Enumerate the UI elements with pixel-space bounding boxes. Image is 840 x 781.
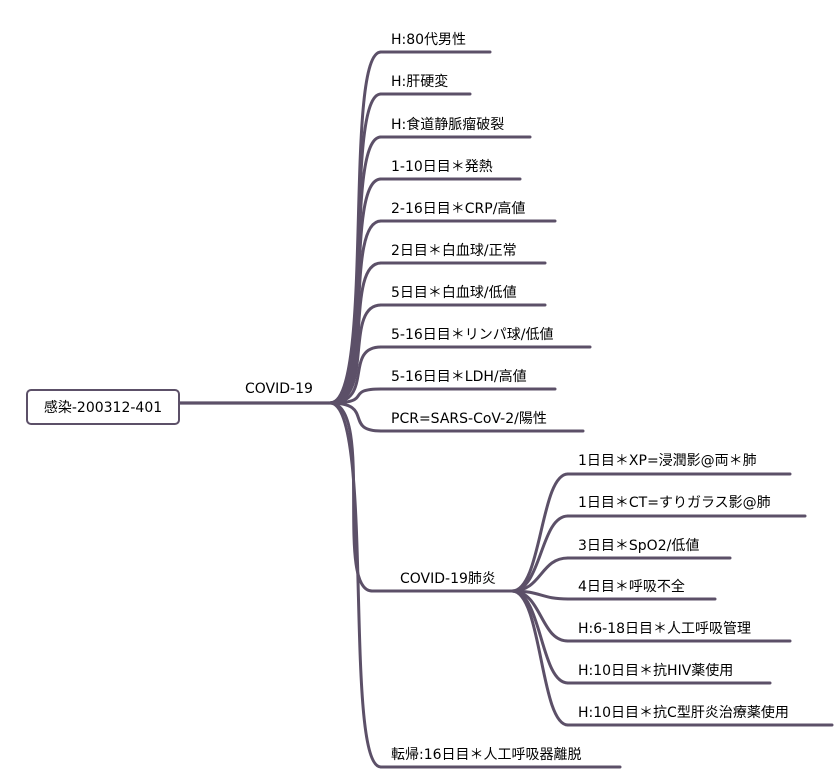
leaf-spo2-low[interactable]: 3日目＊SpO2/低値 — [578, 538, 700, 554]
edge-pneumonia-to-xp-infiltrate — [510, 472, 570, 593]
leaf-fever[interactable]: 1-10日目＊発熱 — [391, 159, 493, 175]
leaf-pcr-positive[interactable]: PCR=SARS-CoV-2/陽性 — [391, 411, 547, 427]
root-label: 感染-200312-401 — [43, 400, 163, 416]
leaf-age-sex[interactable]: H:80代男性 — [391, 32, 467, 48]
leaf-ct-ground-glass[interactable]: 1日目＊CT=すりガラス影@肺 — [578, 495, 771, 511]
leaf-varix-rupture[interactable]: H:食道静脈瘤破裂 — [391, 117, 505, 133]
edge-pneumonia-to-ct-ground-glass — [510, 514, 570, 593]
edge-covid19-to-pneumonia — [328, 401, 374, 593]
leaf-respiratory-failure[interactable]: 4日目＊呼吸不全 — [578, 579, 685, 595]
edge-pneumonia-to-anti-hiv-drug — [510, 589, 570, 685]
leaf-lymphocyte-low[interactable]: 5-16日目＊リンパ球/低値 — [391, 327, 554, 343]
edge-covid19-to-pcr-positive — [328, 401, 383, 433]
leaf-crp-high[interactable]: 2-16日目＊CRP/高値 — [391, 201, 526, 217]
branch-pneumonia-label[interactable]: COVID-19肺炎 — [400, 571, 496, 587]
leaf-ventilation[interactable]: H:6-18日目＊人工呼吸管理 — [578, 621, 752, 637]
edge-covid19-to-lymphocyte-low — [328, 345, 383, 405]
leaf-anti-hcv-drug[interactable]: H:10日目＊抗C型肝炎治療薬使用 — [578, 705, 789, 721]
root-node[interactable]: 感染-200312-401 — [26, 389, 180, 425]
leaf-wbc-normal[interactable]: 2日目＊白血球/正常 — [391, 243, 517, 259]
leaf-xp-infiltrate[interactable]: 1日目＊XP=浸潤影@両＊肺 — [578, 453, 757, 469]
edge-covid19-to-wbc-low — [328, 303, 383, 405]
leaf-outcome[interactable]: 転帰:16日目＊人工呼吸器離脱 — [391, 747, 582, 763]
leaf-wbc-low[interactable]: 5日目＊白血球/低値 — [391, 285, 517, 301]
edge-pneumonia-to-anti-hcv-drug — [510, 589, 570, 727]
leaf-ldh-high[interactable]: 5-16日目＊LDH/高値 — [391, 369, 527, 385]
branch-covid19-label[interactable]: COVID-19 — [245, 381, 313, 397]
leaf-anti-hiv-drug[interactable]: H:10日目＊抗HIV薬使用 — [578, 663, 734, 679]
leaf-cirrhosis[interactable]: H:肝硬変 — [391, 74, 449, 90]
edge-covid19-to-outcome — [328, 401, 383, 769]
